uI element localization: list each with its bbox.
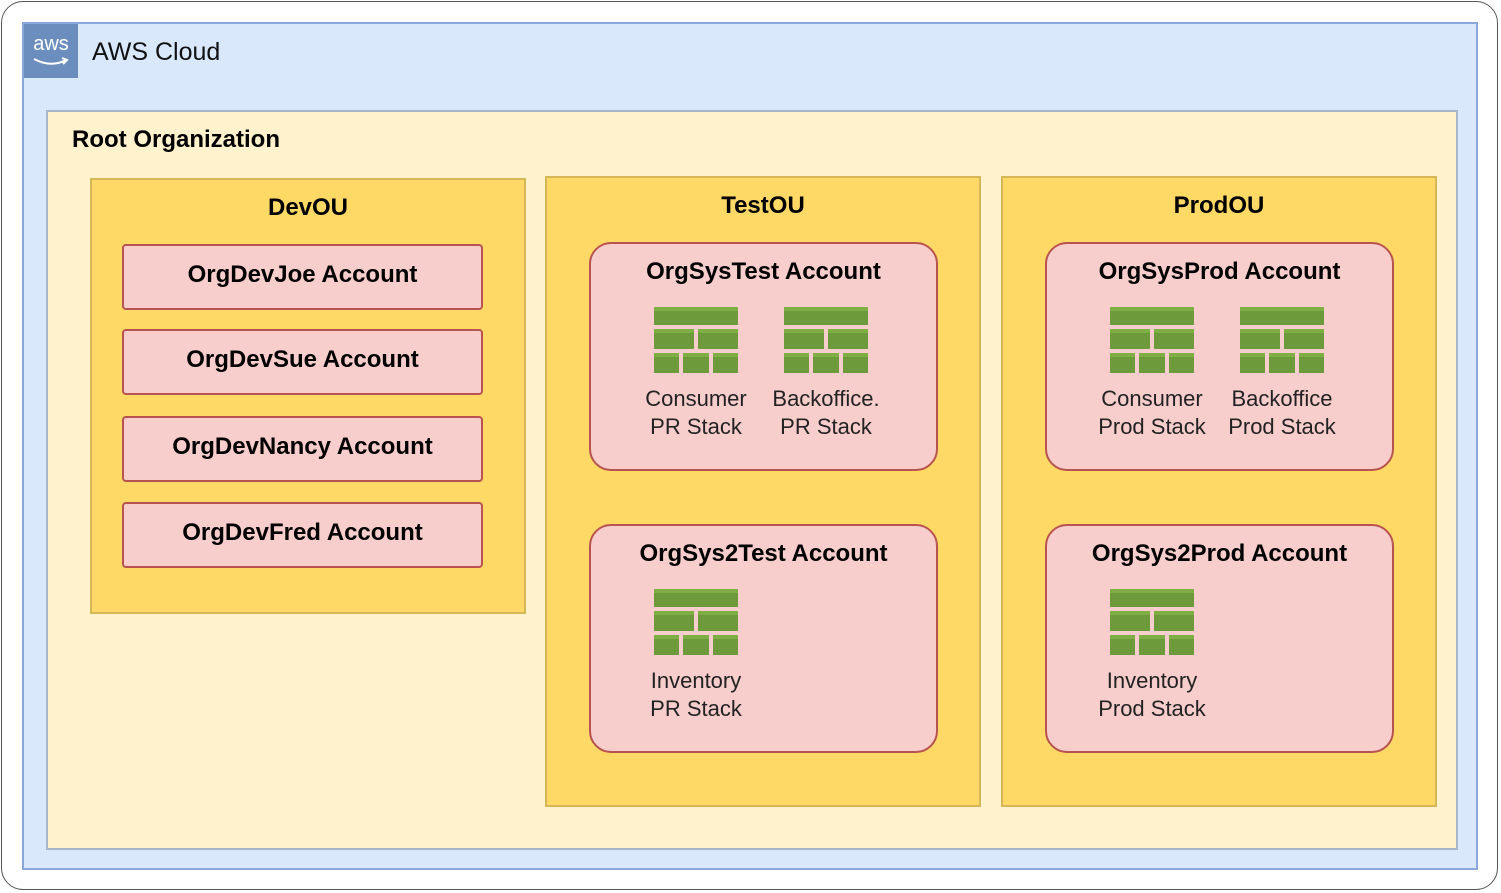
test-ou-title: TestOU xyxy=(721,192,805,219)
org-sys2-test-account-title: OrgSys2Test Account xyxy=(639,540,888,567)
stack-label-line2: Prod Stack xyxy=(1228,414,1336,439)
cloudformation-stack-icon xyxy=(1240,307,1324,373)
org-sys-prod-account[interactable]: OrgSysProd Account Consumer Prod Stack B… xyxy=(1045,242,1394,471)
cloudformation-stack-icon xyxy=(784,307,868,373)
org-dev-sue-account[interactable]: OrgDevSue Account xyxy=(122,329,483,395)
inventory-pr-stack[interactable]: Inventory PR Stack xyxy=(631,589,761,723)
consumer-prod-stack[interactable]: Consumer Prod Stack xyxy=(1087,307,1217,441)
dev-ou: DevOU OrgDevJoe Account OrgDevSue Accoun… xyxy=(90,178,526,614)
stack-label-line1: Inventory xyxy=(650,668,742,693)
org-sys-test-account[interactable]: OrgSysTest Account Consumer PR Stack Bac… xyxy=(589,242,938,471)
stack-label-line1: Backoffice xyxy=(1231,386,1333,411)
cloudformation-stack-icon xyxy=(654,589,738,655)
aws-logo-icon: aws xyxy=(24,24,78,78)
org-dev-joe-account[interactable]: OrgDevJoe Account xyxy=(122,244,483,310)
aws-cloud-group: aws AWS Cloud Root Organization DevOU Or… xyxy=(22,22,1478,870)
dev-ou-title: DevOU xyxy=(267,194,349,221)
stack-label-line1: Backoffice. xyxy=(772,386,880,411)
backoffice-prod-stack[interactable]: Backoffice Prod Stack xyxy=(1217,307,1347,441)
stack-label-line2: PR Stack xyxy=(650,696,742,721)
org-sys2-test-account[interactable]: OrgSys2Test Account Inventory PR Stack xyxy=(589,524,938,753)
root-organization-group: Root Organization DevOU OrgDevJoe Accoun… xyxy=(46,110,1458,850)
cloudformation-stack-icon xyxy=(1110,307,1194,373)
prod-ou: ProdOU OrgSysProd Account Consumer Prod … xyxy=(1001,176,1437,807)
org-sys2-prod-account[interactable]: OrgSys2Prod Account Inventory Prod Stack xyxy=(1045,524,1394,753)
prod-ou-title: ProdOU xyxy=(1173,192,1265,219)
backoffice-pr-stack[interactable]: Backoffice. PR Stack xyxy=(761,307,891,441)
cloudformation-stack-icon xyxy=(654,307,738,373)
org-sys2-prod-account-title: OrgSys2Prod Account xyxy=(1091,540,1348,567)
stack-label-line2: Prod Stack xyxy=(1098,696,1206,721)
cloud-title: AWS Cloud xyxy=(92,38,221,66)
org-dev-nancy-account[interactable]: OrgDevNancy Account xyxy=(122,416,483,482)
stack-label-line2: PR Stack xyxy=(780,414,872,439)
root-organization-title: Root Organization xyxy=(72,126,280,153)
stack-label-line2: Prod Stack xyxy=(1098,414,1206,439)
inventory-prod-stack[interactable]: Inventory Prod Stack xyxy=(1087,589,1217,723)
stack-label-line1: Consumer xyxy=(645,386,747,411)
test-ou: TestOU OrgSysTest Account Consumer PR St… xyxy=(545,176,981,807)
org-sys-test-account-title: OrgSysTest Account xyxy=(646,258,881,285)
stack-label-line1: Consumer xyxy=(1101,386,1203,411)
cloudformation-stack-icon xyxy=(1110,589,1194,655)
stack-label-line2: PR Stack xyxy=(650,414,742,439)
consumer-pr-stack[interactable]: Consumer PR Stack xyxy=(631,307,761,441)
org-dev-fred-account[interactable]: OrgDevFred Account xyxy=(122,502,483,568)
stack-label-line1: Inventory xyxy=(1106,668,1198,693)
org-sys-prod-account-title: OrgSysProd Account xyxy=(1098,258,1341,285)
